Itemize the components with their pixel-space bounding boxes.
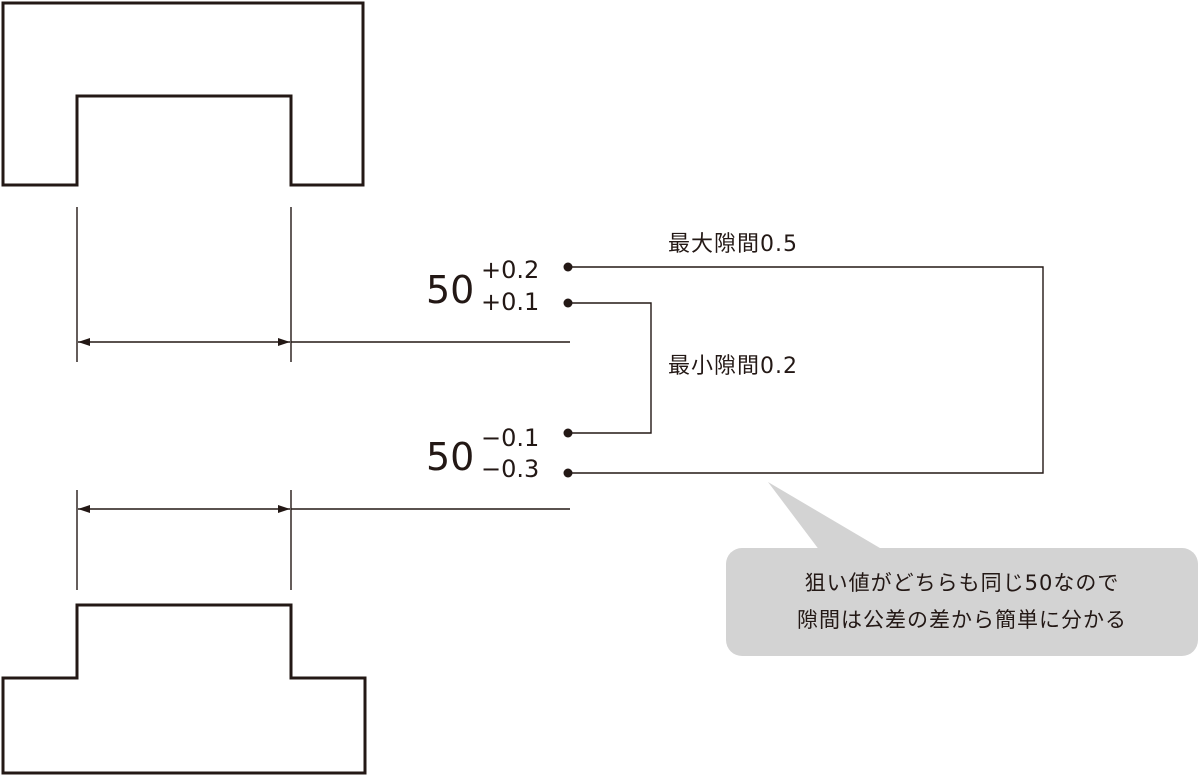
callout-pointer	[768, 482, 885, 551]
shaft-nominal: 50	[426, 435, 474, 479]
min-clearance-bracket	[572, 302, 652, 434]
shaft-lower-dot	[563, 468, 573, 478]
shaft-dimension	[76, 490, 570, 590]
callout-line-2: 隙間は公差の差から簡単に分かる	[797, 608, 1127, 632]
hole-part-outline	[1, 1, 365, 187]
callout-box	[726, 548, 1198, 656]
hole-lower-deviation: +0.1	[481, 288, 539, 316]
max-clearance-label: 最大隙間0.5	[668, 232, 798, 257]
callout-bubble: 狙い値がどちらも同じ50なので 隙間は公差の差から簡単に分かる	[726, 482, 1198, 656]
hole-dimension	[76, 207, 570, 362]
hole-upper-deviation: +0.2	[481, 256, 539, 284]
hole-upper-dot	[563, 262, 573, 272]
shaft-part-outline	[1, 603, 367, 775]
shaft-lower-deviation: −0.3	[481, 455, 539, 483]
hole-nominal: 50	[426, 268, 474, 312]
min-clearance-label: 最小隙間0.2	[668, 354, 798, 379]
hole-lower-dot	[563, 298, 573, 308]
shaft-upper-dot	[563, 428, 573, 438]
shaft-upper-deviation: −0.1	[481, 424, 539, 452]
max-clearance-bracket	[572, 266, 1044, 474]
callout-line-1: 狙い値がどちらも同じ50なので	[805, 571, 1120, 595]
